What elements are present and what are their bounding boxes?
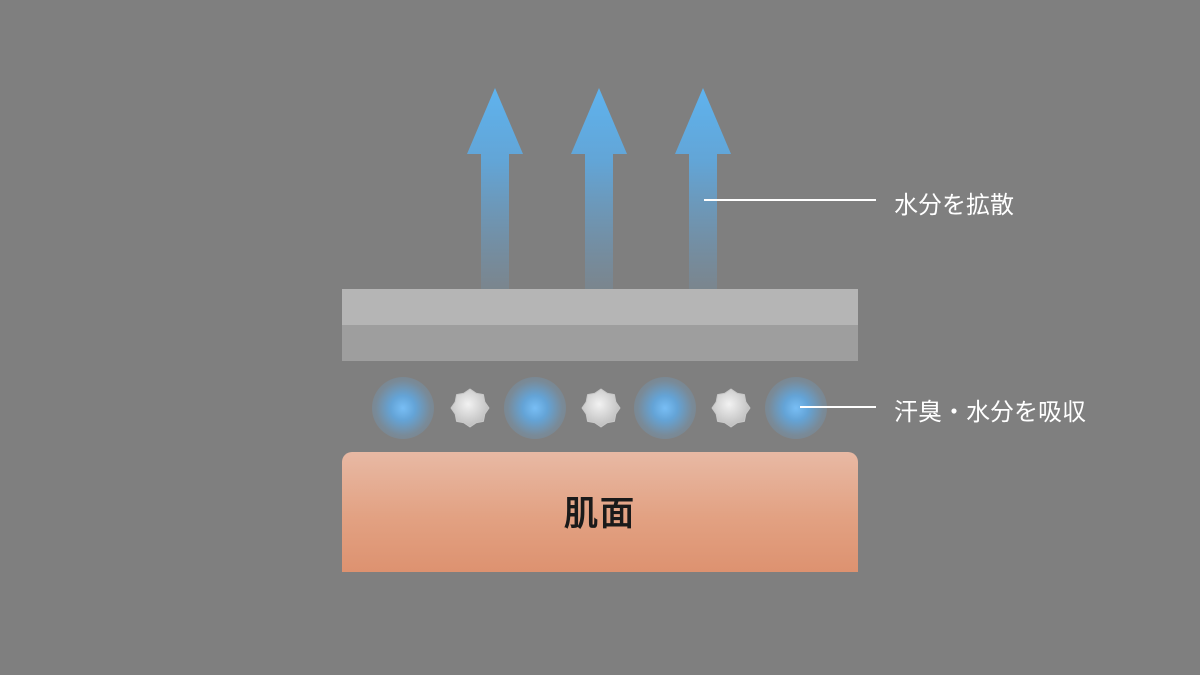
arrow-up-icon xyxy=(467,88,523,300)
arrow-up-icon xyxy=(571,88,627,300)
arrow-up-icon xyxy=(675,88,731,300)
skin-surface: 肌面 xyxy=(342,452,858,572)
odor-particle-icon xyxy=(581,388,621,428)
diffuse-callout-label: 水分を拡散 xyxy=(894,191,1014,219)
moisture-droplet-icon xyxy=(765,377,827,439)
moisture-droplet-icon xyxy=(634,377,696,439)
odor-particle-icon xyxy=(450,388,490,428)
odor-particle-icon xyxy=(711,388,751,428)
diffuse-leader-line xyxy=(704,199,876,201)
moisture-droplet-icon xyxy=(372,377,434,439)
absorb-leader-line xyxy=(800,406,876,408)
skin-label: 肌面 xyxy=(564,493,636,534)
absorb-callout-label: 汗臭・水分を吸収 xyxy=(894,398,1086,426)
fabric-outer-layer xyxy=(342,289,858,325)
fabric-inner-layer xyxy=(342,325,858,361)
moisture-droplet-icon xyxy=(504,377,566,439)
